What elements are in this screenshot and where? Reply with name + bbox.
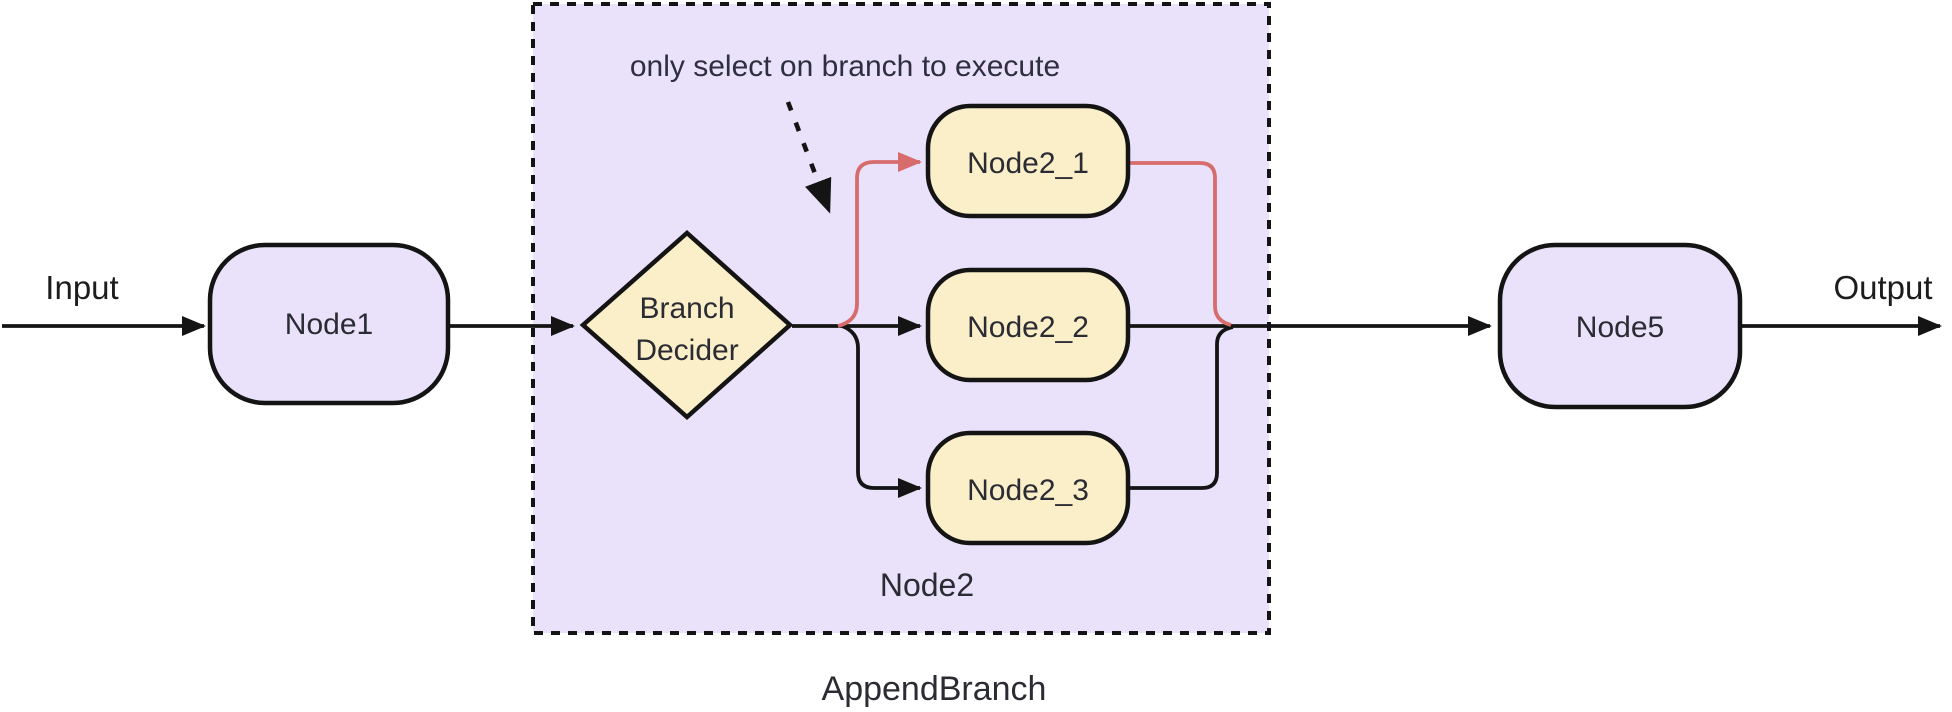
node5-shape [1497,242,1743,410]
annotation-label: only select on branch to execute [630,50,1060,83]
edge-decider-to-node2_1-selected [837,152,922,328]
output-label: Output [1833,269,1932,306]
annotation-arrow [785,101,832,214]
node1-label: Node1 [285,308,373,341]
cluster-outer-label: AppendBranch [822,670,1047,708]
edge-decider-to-node2_3 [841,324,922,498]
node2_2-shape [925,267,1131,383]
node5-label: Node5 [1576,311,1664,344]
edge-node2_1-to-merge-selected [1126,161,1232,327]
cluster-inner-label: Node2 [880,567,974,603]
node1-shape [207,242,451,406]
node2_1-label: Node2_1 [967,147,1089,180]
input-label: Input [45,269,118,306]
node2_1-shape [925,103,1131,219]
branch-decider-label-line2: Decider [635,334,738,367]
node2_3-label: Node2_3 [967,474,1089,507]
node2_3-shape [925,430,1131,546]
branch-decider-shape [579,229,794,421]
node2_2-label: Node2_2 [967,311,1089,344]
edge-node2_3-to-merge [1128,325,1234,490]
branch-decider-label-line1: Branch [639,292,734,325]
